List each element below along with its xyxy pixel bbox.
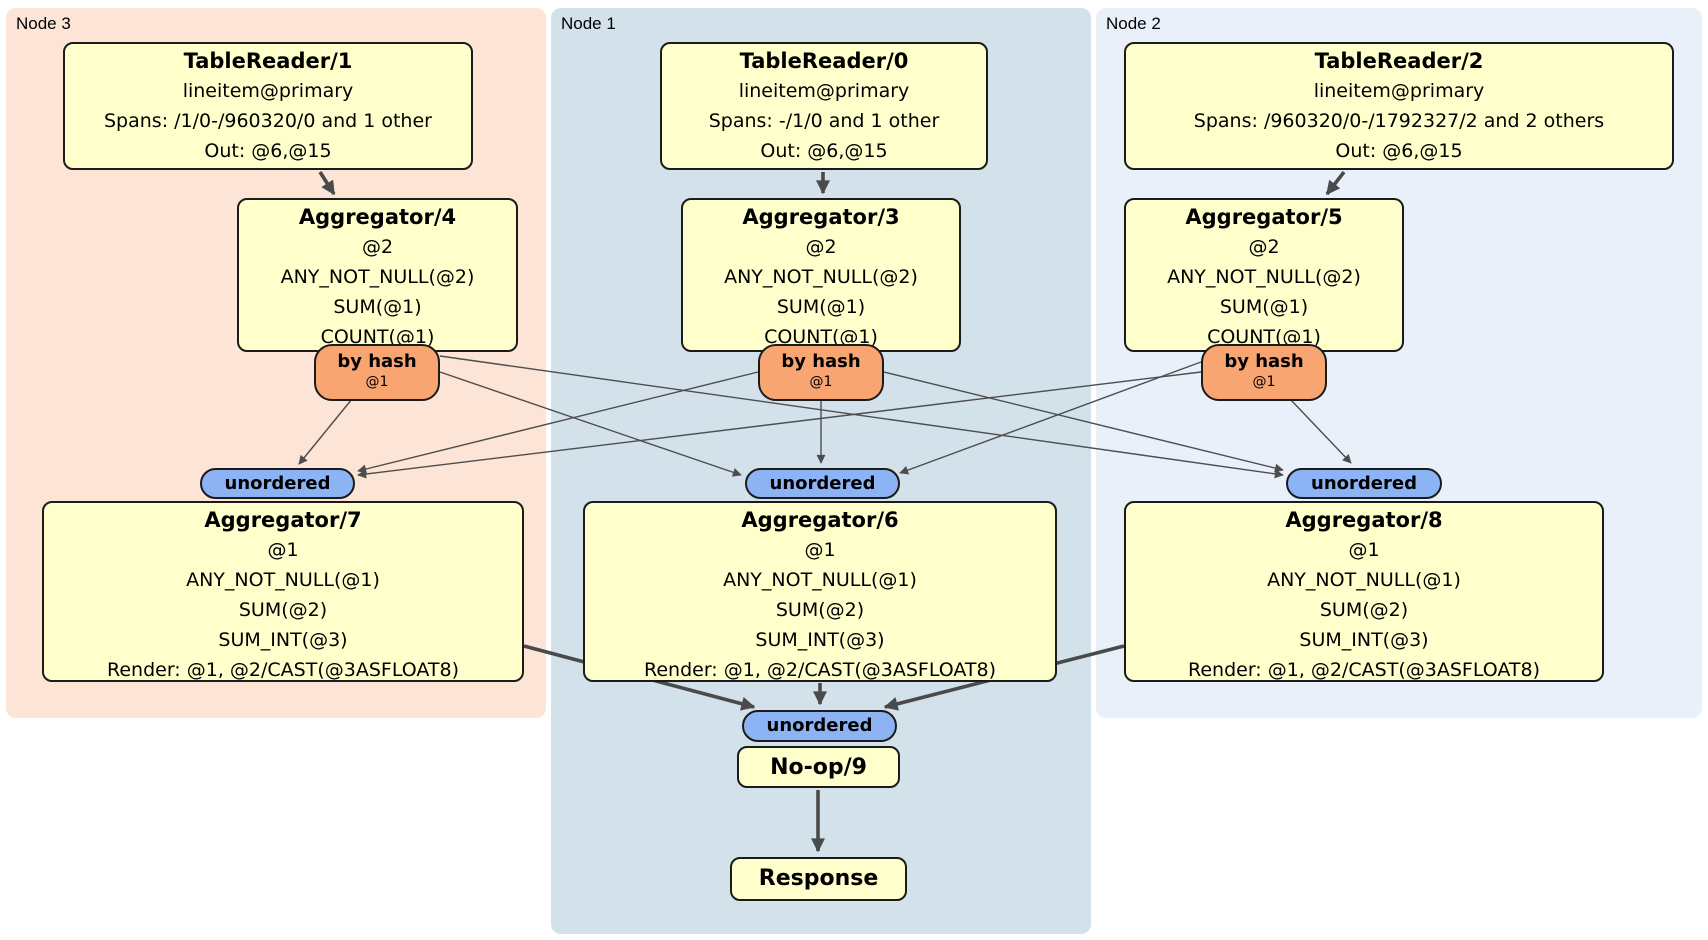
edge-byhash3-unordered-right — [883, 371, 1284, 473]
processor-title: Aggregator/3 — [742, 205, 900, 229]
router-label: by hash — [1224, 351, 1304, 372]
processor-detail: lineitem@primary — [1313, 80, 1485, 102]
processor-detail: COUNT(@1) — [764, 326, 878, 348]
router-label: by hash — [781, 351, 861, 372]
processor-detail: ANY_NOT_NULL(@1) — [1267, 569, 1461, 591]
processor-detail: COUNT(@1) — [320, 326, 435, 348]
processor-detail: ANY_NOT_NULL(@2) — [1167, 266, 1361, 288]
processor-detail: SUM(@1) — [1219, 296, 1309, 318]
processor-detail: Out: @6,@15 — [760, 140, 888, 162]
processor-tablereader-2: TableReader/2 lineitem@primary Spans: /9… — [1124, 42, 1674, 170]
stream-unordered-left: unordered — [200, 468, 355, 499]
processor-detail: Render: @1, @2/CAST(@3ASFLOAT8) — [644, 659, 996, 681]
processor-aggregator-8: Aggregator/8 @1 ANY_NOT_NULL(@1) SUM(@2)… — [1124, 501, 1604, 682]
node-2-label: Node 2 — [1106, 14, 1161, 33]
processor-detail: SUM_INT(@3) — [218, 629, 348, 651]
edge-byhash4-unordered-left — [298, 398, 353, 465]
processor-detail: COUNT(@1) — [1207, 326, 1321, 348]
processor-noop-9: No-op/9 — [737, 746, 900, 788]
router-by-hash-5: by hash @1 — [1201, 344, 1327, 401]
node-1-label: Node 1 — [561, 14, 616, 33]
processor-aggregator-5: Aggregator/5 @2 ANY_NOT_NULL(@2) SUM(@1)… — [1124, 198, 1404, 352]
processor-tablereader-1: TableReader/1 lineitem@primary Spans: /1… — [63, 42, 473, 170]
stream-unordered-bottom: unordered — [742, 710, 897, 742]
processor-detail: @1 — [267, 539, 299, 561]
processor-detail: @2 — [805, 236, 837, 258]
router-label: by hash — [337, 351, 417, 372]
processor-detail: SUM(@2) — [775, 599, 865, 621]
processor-title: Aggregator/7 — [204, 508, 362, 532]
router-detail: @1 — [809, 374, 833, 390]
processor-detail: Out: @6,@15 — [204, 140, 332, 162]
edge-byhash5-unordered-mid — [899, 361, 1202, 475]
processor-detail: ANY_NOT_NULL(@1) — [723, 569, 917, 591]
processor-detail: @2 — [361, 236, 394, 258]
processor-aggregator-3: Aggregator/3 @2 ANY_NOT_NULL(@2) SUM(@1)… — [681, 198, 961, 352]
processor-aggregator-7: Aggregator/7 @1 ANY_NOT_NULL(@1) SUM(@2)… — [42, 501, 524, 682]
stream-unordered-right: unordered — [1286, 468, 1442, 499]
processor-detail: ANY_NOT_NULL(@2) — [280, 266, 475, 288]
processor-title: Response — [758, 866, 879, 891]
edge-byhash4-unordered-mid — [439, 371, 742, 477]
processor-aggregator-4: Aggregator/4 @2 ANY_NOT_NULL(@2) SUM(@1)… — [237, 198, 518, 352]
router-by-hash-3: by hash @1 — [758, 344, 884, 401]
processor-title: TableReader/1 — [183, 49, 353, 73]
processor-detail: SUM(@1) — [333, 296, 422, 318]
edge-byhash5-unordered-left — [357, 371, 1202, 479]
processor-title: Aggregator/4 — [298, 205, 457, 229]
processor-detail: Render: @1, @2/CAST(@3ASFLOAT8) — [107, 659, 459, 681]
edge-tablereader2-aggregator5 — [1325, 170, 1346, 196]
processor-detail: SUM(@2) — [1319, 599, 1409, 621]
processor-detail: SUM(@2) — [238, 599, 328, 621]
processor-detail: lineitem@primary — [738, 80, 910, 102]
response-box: Response — [730, 857, 907, 901]
processor-detail: Spans: -/1/0 and 1 other — [708, 110, 940, 132]
edge-byhash3-unordered-left — [357, 371, 759, 474]
edge-byhash5-unordered-right — [1289, 398, 1352, 464]
processor-detail: Spans: /960320/0-/1792327/2 and 2 others — [1193, 110, 1605, 132]
processor-title: Aggregator/8 — [1285, 508, 1443, 532]
processor-title: No-op/9 — [770, 755, 867, 780]
edge-tablereader1-aggregator4 — [318, 171, 336, 196]
processor-detail: @2 — [1248, 236, 1280, 258]
processor-detail: @1 — [1348, 539, 1380, 561]
processor-detail: ANY_NOT_NULL(@1) — [186, 569, 380, 591]
processor-detail: SUM_INT(@3) — [755, 629, 885, 651]
router-detail: @1 — [1252, 374, 1276, 390]
processor-aggregator-6: Aggregator/6 @1 ANY_NOT_NULL(@1) SUM(@2)… — [583, 501, 1057, 682]
processor-title: Aggregator/5 — [1185, 205, 1343, 229]
processor-title: TableReader/2 — [1314, 49, 1484, 73]
processor-detail: Spans: /1/0-/960320/0 and 1 other — [104, 110, 432, 132]
processor-detail: SUM_INT(@3) — [1299, 629, 1429, 651]
edge-byhash4-unordered-right — [439, 355, 1284, 479]
router-detail: @1 — [365, 374, 389, 390]
processor-tablereader-0: TableReader/0 lineitem@primary Spans: -/… — [660, 42, 988, 170]
processor-detail: Out: @6,@15 — [1335, 140, 1463, 162]
processor-detail: Render: @1, @2/CAST(@3ASFLOAT8) — [1188, 659, 1540, 681]
processor-title: Aggregator/6 — [741, 508, 899, 532]
router-by-hash-4: by hash @1 — [314, 344, 440, 401]
node-3-label: Node 3 — [16, 14, 71, 33]
processor-detail: ANY_NOT_NULL(@2) — [724, 266, 918, 288]
processor-detail: lineitem@primary — [182, 80, 354, 102]
processor-detail: SUM(@1) — [776, 296, 866, 318]
processor-detail: @1 — [804, 539, 836, 561]
processor-title: TableReader/0 — [739, 49, 909, 73]
stream-unordered-middle: unordered — [745, 468, 900, 499]
